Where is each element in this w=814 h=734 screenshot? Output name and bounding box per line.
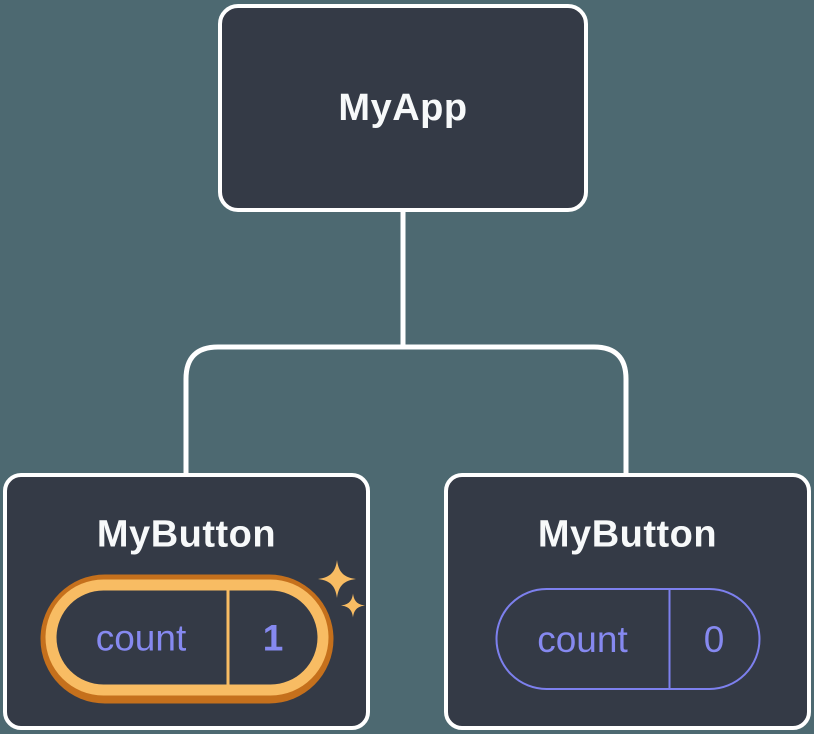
state-key-cell: count	[56, 591, 226, 685]
state-pill-divider	[668, 590, 670, 688]
state-value-cell: 0	[670, 590, 758, 688]
state-pill-plain: count 0	[495, 588, 760, 690]
state-pill-highlighted: count 1	[40, 574, 333, 704]
state-key-label: count	[537, 618, 628, 660]
component-label-mybutton-right: MyButton	[537, 513, 718, 556]
state-value: 0	[703, 618, 725, 660]
state-pill-body: count 1	[56, 590, 317, 685]
state-value-cell: 1	[229, 591, 317, 685]
component-node-myapp: MyApp	[218, 4, 588, 212]
state-key-label: count	[95, 617, 187, 658]
connector-bracket	[183, 344, 629, 475]
component-label-mybutton-left: MyButton	[96, 513, 277, 556]
component-node-mybutton-left: MyButton count 1	[3, 473, 370, 730]
state-key-cell: count	[497, 590, 668, 688]
sparkle-icon-small	[341, 593, 365, 618]
state-value: 1	[262, 617, 284, 658]
component-node-mybutton-right: MyButton count 0	[444, 473, 811, 730]
state-pill-inner-ring: count 1	[45, 579, 328, 696]
state-pill-body: count 0	[495, 588, 760, 690]
state-pill-divider	[226, 590, 229, 685]
state-pill-outer-ring: count 1	[40, 574, 333, 704]
component-label-myapp: MyApp	[338, 86, 468, 129]
